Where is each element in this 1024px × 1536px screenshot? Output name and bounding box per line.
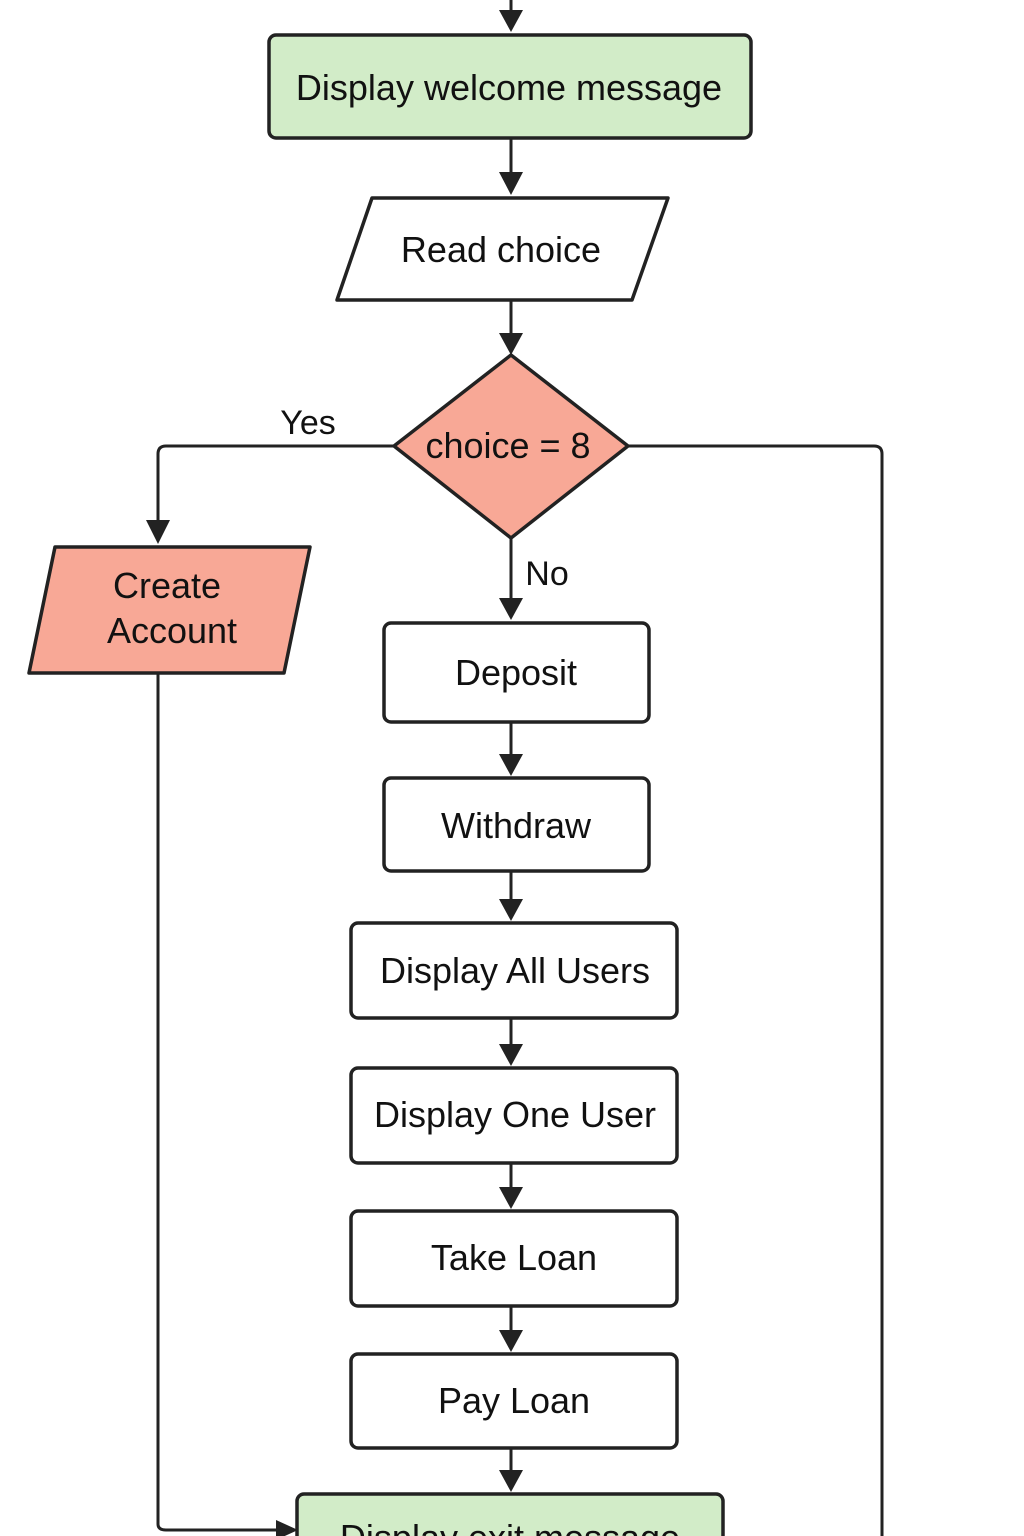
decision-diamond bbox=[392, 353, 630, 540]
welcome-box bbox=[267, 33, 753, 140]
decision-node: choice = 8 bbox=[392, 353, 630, 540]
read-choice-parallelogram bbox=[335, 196, 670, 302]
edge-no-arrowhead bbox=[499, 598, 523, 620]
edge-create-account-to-exit-arrowhead bbox=[276, 1520, 298, 1536]
display-one-user-box bbox=[349, 1066, 679, 1165]
create-account-label: Create Account bbox=[107, 565, 237, 651]
pay-loan-node: Pay Loan bbox=[349, 1352, 679, 1450]
read-choice-node: Read choice bbox=[335, 196, 670, 302]
edge-deposit-to-withdraw-arrowhead bbox=[499, 754, 523, 776]
deposit-box bbox=[382, 621, 651, 724]
display-all-users-label: Display All Users bbox=[380, 950, 650, 991]
deposit-label: Deposit bbox=[455, 652, 577, 693]
edge-entry-arrowhead bbox=[499, 10, 523, 32]
create-account-label-line-1: Create bbox=[113, 565, 221, 606]
edge-yes-arrowhead bbox=[146, 520, 170, 544]
take-loan-label: Take Loan bbox=[431, 1237, 597, 1278]
take-loan-box bbox=[349, 1209, 679, 1308]
yes-label: Yes bbox=[280, 404, 335, 442]
withdraw-node: Withdraw bbox=[382, 776, 651, 873]
edge-display-all-to-display-one-arrowhead bbox=[499, 1044, 523, 1066]
display-all-users-node: Display All Users bbox=[349, 921, 679, 1020]
exit-message-node: Display exit message bbox=[295, 1492, 725, 1536]
create-account-label-line-2: Account bbox=[107, 610, 237, 651]
withdraw-label: Withdraw bbox=[441, 805, 592, 846]
edge-read-to-decision-arrowhead bbox=[499, 333, 523, 355]
deposit-node: Deposit bbox=[382, 621, 651, 724]
exit-message-label: Display exit message bbox=[340, 1517, 680, 1536]
no-label: No bbox=[525, 555, 568, 593]
edge-take-loan-to-pay-loan-arrowhead bbox=[499, 1330, 523, 1352]
create-account-node: Create Account bbox=[27, 545, 312, 675]
edge-withdraw-to-display-all-arrowhead bbox=[499, 899, 523, 921]
edge-yes-to-create-account bbox=[156, 444, 394, 520]
edge-create-account-to-exit bbox=[156, 673, 278, 1532]
welcome-node: Display welcome message bbox=[267, 33, 753, 140]
decision-label: choice = 8 bbox=[425, 425, 590, 466]
withdraw-box bbox=[382, 776, 651, 873]
edge-pay-loan-to-exit-arrowhead bbox=[499, 1470, 523, 1492]
take-loan-node: Take Loan bbox=[349, 1209, 679, 1308]
edges bbox=[146, 0, 884, 1536]
edge-display-one-to-take-loan-arrowhead bbox=[499, 1187, 523, 1209]
pay-loan-label: Pay Loan bbox=[438, 1380, 590, 1421]
edge-welcome-to-read-arrowhead bbox=[499, 172, 523, 195]
display-one-user-label: Display One User bbox=[374, 1094, 656, 1135]
pay-loan-box bbox=[349, 1352, 679, 1450]
edge-decision-right-loop bbox=[628, 444, 884, 1536]
read-choice-label: Read choice bbox=[401, 229, 601, 270]
welcome-label: Display welcome message bbox=[296, 67, 722, 108]
exit-message-box bbox=[295, 1492, 725, 1536]
display-one-user-node: Display One User bbox=[349, 1066, 679, 1165]
display-all-users-box bbox=[349, 921, 679, 1020]
create-account-parallelogram bbox=[27, 545, 312, 675]
